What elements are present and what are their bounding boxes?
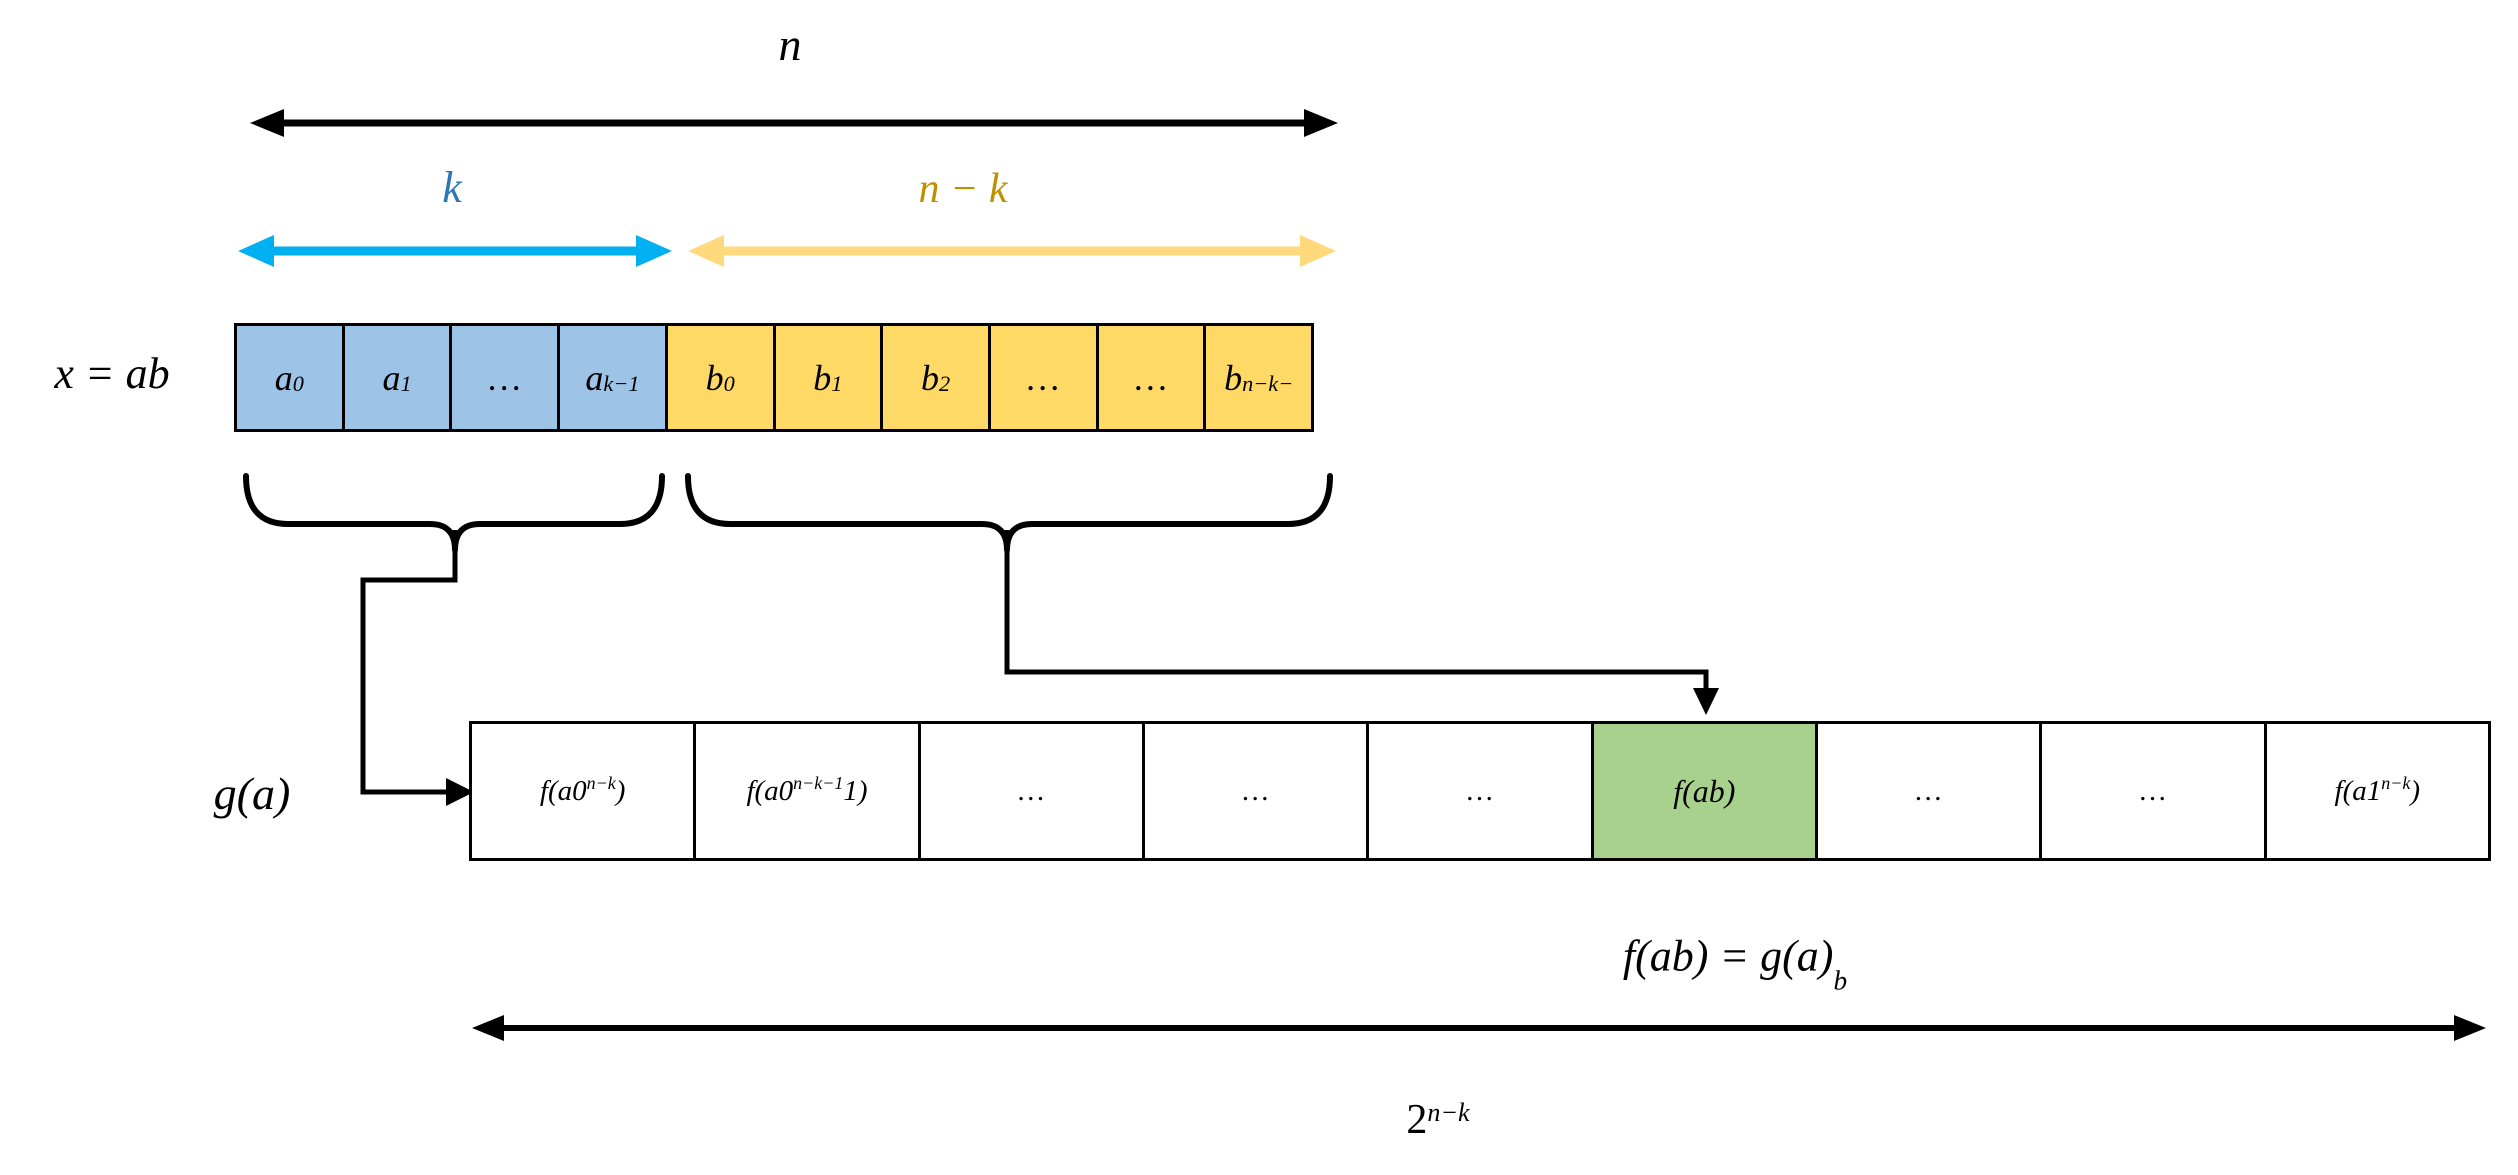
result-equation-label: f(ab) = g(a)b xyxy=(1622,931,1847,994)
bit-cell-a-dots: … xyxy=(449,326,558,429)
g-cell-2: … xyxy=(917,724,1142,858)
nk-span-arrow xyxy=(688,235,1336,267)
b-connector-arrowhead xyxy=(1693,688,1719,715)
size-power-label: 2n−k xyxy=(1406,1099,1469,1141)
a-to-grow-connector xyxy=(360,530,474,806)
n-arrowhead-left xyxy=(250,109,284,137)
size-power-base: 2 xyxy=(1406,1097,1428,1143)
g-cell-6: … xyxy=(1814,724,2040,858)
nk-arrowhead-right xyxy=(1300,235,1336,267)
pow-arrowhead-right xyxy=(2454,1015,2486,1041)
n-arrowhead-right xyxy=(1304,109,1338,137)
k-arrowhead-right xyxy=(636,235,672,267)
result-equation-main: f(ab) = g(a) xyxy=(1622,931,1834,981)
k-arrowhead-left xyxy=(238,235,274,267)
pow-arrowhead-left xyxy=(472,1015,504,1041)
result-equation-sub: b xyxy=(1833,964,1848,995)
g-cell-4: … xyxy=(1366,724,1591,858)
g-cell-fab-highlight: f(ab) xyxy=(1590,724,1815,858)
g-of-a-label: g(a) xyxy=(213,768,291,819)
size-power-sup: n−k xyxy=(1427,1098,1470,1128)
g-cell-3: … xyxy=(1141,724,1367,858)
left-brace xyxy=(243,473,665,553)
bit-cell-b-dots-2: … xyxy=(1095,326,1204,429)
nk-span-label: n − k xyxy=(918,166,1008,212)
pow-span-arrow xyxy=(472,1015,2486,1041)
bit-cell-b-dots-1: … xyxy=(987,326,1096,429)
k-span-label: k xyxy=(442,163,462,212)
k-span-arrow xyxy=(238,235,672,267)
n-span-arrow xyxy=(250,109,1338,137)
nk-arrowhead-left xyxy=(688,235,724,267)
x-equation-label: x = ab xyxy=(54,349,170,398)
right-brace xyxy=(685,473,1333,553)
n-span-label: n xyxy=(778,19,802,70)
b-to-cell-connector xyxy=(1004,530,1719,715)
g-cell-7: … xyxy=(2039,724,2264,858)
